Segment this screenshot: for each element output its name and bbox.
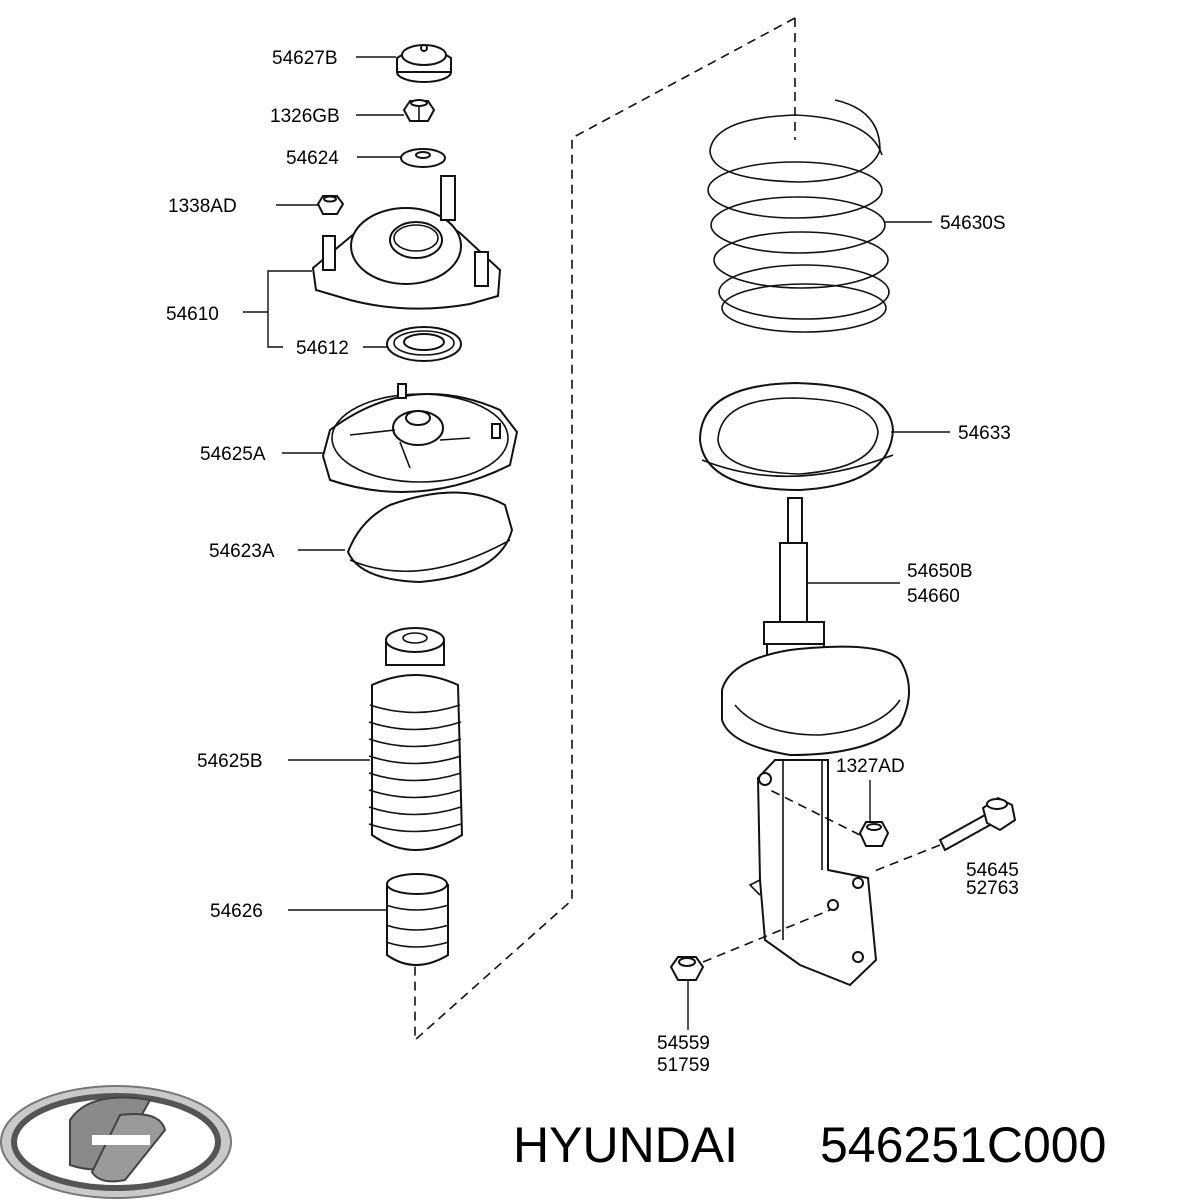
label-54625A: 54625A [200,444,266,465]
spring-seat-54625A[interactable] [321,383,519,493]
label-51759: 51759 [657,1055,710,1076]
dust-cover-54623A[interactable] [346,491,514,584]
bump-stop-54626[interactable] [385,873,450,966]
spring-pad-54633[interactable] [698,381,895,492]
label-54630S: 54630S [940,213,1006,234]
label-1338AD: 1338AD [168,196,237,217]
label-54633: 54633 [958,423,1011,444]
label-52763: 52763 [966,878,1019,899]
strut-assembly-54650B[interactable] [721,497,910,987]
nut-1327AD[interactable] [858,821,890,847]
label-54645: 54645 [966,860,1019,881]
label-54626: 54626 [210,901,263,922]
coil-spring-54630S[interactable] [707,99,890,333]
label-54660: 54660 [907,586,960,607]
strut-mount-54610[interactable] [311,175,502,310]
label-54627B: 54627B [272,48,338,69]
label-54650B: 54650B [907,561,973,582]
label-54624: 54624 [286,148,339,169]
label-54623A: 54623A [209,541,275,562]
label-54610: 54610 [166,304,219,325]
bolt-54645[interactable] [938,796,1017,852]
nut-1326GB[interactable] [402,99,436,122]
label-54612: 54612 [296,338,349,359]
nut-54559[interactable] [669,956,705,981]
label-1327AD: 1327AD [836,756,905,777]
assembly-guide-lines [414,17,796,1042]
label-54625B: 54625B [197,751,263,772]
label-1326GB: 1326GB [270,106,340,127]
part-number: 546251C000 [820,1117,1106,1173]
brand-name: HYUNDAI [513,1117,738,1173]
cap-54627B[interactable] [396,44,452,83]
bearing-54612[interactable] [386,326,462,362]
nut-1338AD[interactable] [316,195,345,215]
washer-54624[interactable] [400,148,446,168]
hyundai-logo-icon [0,1085,232,1199]
label-54559: 54559 [657,1033,710,1054]
bellows-54625B[interactable] [368,627,464,851]
